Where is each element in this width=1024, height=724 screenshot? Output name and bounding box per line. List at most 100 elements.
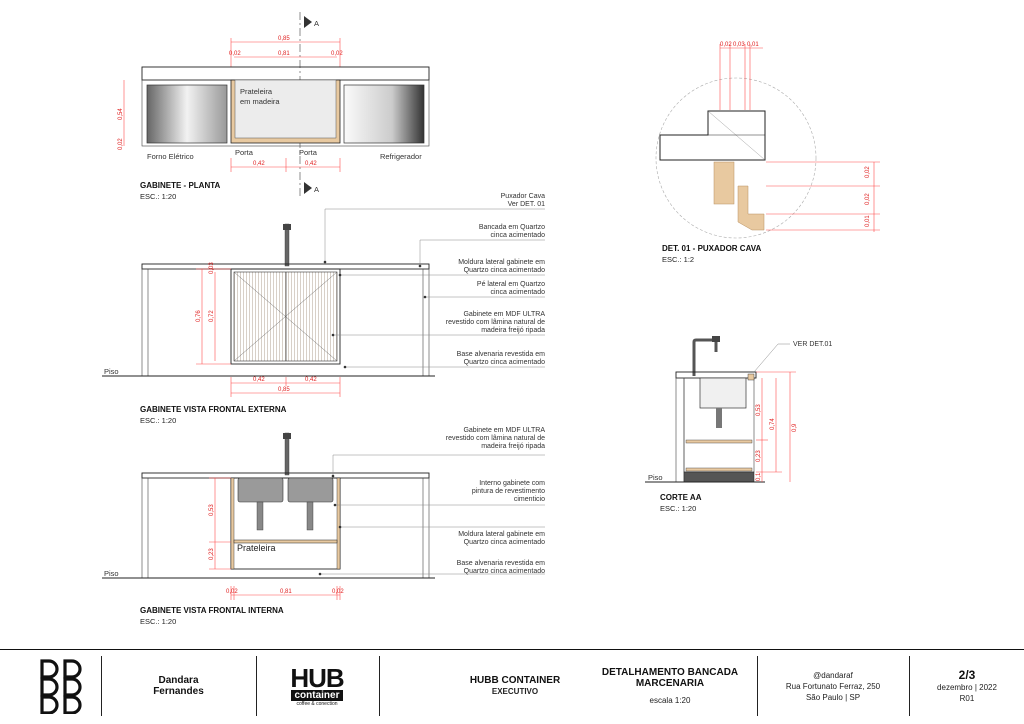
dim-side-right: 0,02	[331, 51, 343, 57]
front-external-view: Piso 0,76 0,72 0,03 0,42 0,42 0,85 Puxad…	[102, 193, 545, 425]
title-block: Dandara Fernandes HUB container coffee &…	[0, 649, 1024, 724]
monogram-icon	[40, 659, 82, 714]
fridge-label: Refrigerador	[380, 152, 422, 161]
oven-label: Forno Elétrico	[147, 152, 194, 161]
dim-h-lower-int: 0,23	[209, 548, 215, 560]
door-left-label: Porta	[235, 148, 254, 157]
floor-label-ext: Piso	[104, 367, 119, 376]
sheet-title-2: MARCENARIA	[635, 677, 705, 689]
dim-total-ext: 0,85	[278, 387, 290, 393]
note-moldura-1: Moldura lateral gabinete em	[458, 259, 545, 266]
door-right-label: Porta	[299, 148, 318, 157]
note-bancada-2: cinca acimentado	[491, 232, 546, 239]
note-moldura-2: Quartzo cinca acimentado	[464, 267, 545, 274]
note-puxador-2: Ver DET. 01	[508, 201, 545, 208]
note-int-moldura-1: Moldura lateral gabinete em	[458, 531, 545, 538]
note-gabinete-2: revestido com lâmina natural de	[446, 319, 545, 326]
detail-scale: ESC.: 1:2	[662, 255, 694, 264]
dim-door-right: 0,42	[305, 161, 317, 167]
dim-base: 0,02	[118, 138, 124, 150]
project-phase: EXECUTIVO	[491, 687, 539, 696]
project-name: HUBB CONTAINER	[469, 675, 561, 686]
dim-sec-base: 0,1	[756, 472, 762, 481]
plan-view: A A 0,85 0,81 0,02 0,02 Prateleira em ma…	[118, 12, 430, 201]
shelf-label-int: Prateleira	[237, 543, 276, 553]
dim-door-left-ext: 0,42	[253, 377, 265, 383]
note-int-interno-2: pintura de revestimento	[472, 488, 545, 495]
note-base-2: Quartzo cinca acimentado	[464, 359, 545, 366]
dim-inner: 0,81	[278, 51, 290, 57]
note-int-interno-3: cimenticio	[514, 496, 545, 503]
note-int-gabinete-3: madeira freijó ripada	[481, 443, 545, 450]
dim-sec-lower: 0,23	[756, 450, 762, 462]
front-int-scale: ESC.: 1:20	[140, 617, 176, 626]
note-gabinete-1: Gabinete em MDF ULTRA	[463, 311, 545, 318]
front-internal-view: Prateleira Piso 0,53 0,23 0,02 0,81 0,02…	[102, 427, 545, 626]
section-title: CORTE AA	[660, 493, 702, 502]
floor-label-section: Piso	[648, 473, 663, 482]
note-pe-1: Pé lateral em Quartzo	[477, 281, 545, 288]
dim-side-left: 0,02	[229, 51, 241, 57]
sheet-scale: escala 1:20	[649, 695, 691, 705]
dim-sec-mid: 0,74	[770, 418, 776, 430]
dim-h-total-ext: 0,76	[196, 310, 202, 322]
section-marker-top: A	[314, 19, 319, 28]
author-first-name: Dandara	[158, 675, 199, 686]
address-city: São Paulo | SP	[805, 692, 861, 702]
plan-scale: ESC.: 1:20	[140, 192, 176, 201]
section-marker-bottom: A	[314, 185, 319, 194]
note-pe-2: cinca acimentado	[491, 289, 546, 296]
section-view: Piso VER DET.01 0,53 0,23 0,1 0,74 0,9 C…	[645, 336, 832, 513]
dim-inner-int: 0,81	[280, 589, 292, 595]
floor-label-int: Piso	[104, 569, 119, 578]
note-int-base-1: Base alvenaria revestida em	[457, 560, 545, 567]
note-gabinete-3: madeira freijó ripada	[481, 327, 545, 334]
note-base-1: Base alvenaria revestida em	[457, 351, 545, 358]
dim-top-ext: 0,03	[209, 262, 215, 274]
dim-side-left-int: 0,02	[226, 589, 238, 595]
sheet-date: dezembro | 2022	[937, 683, 997, 692]
dim-sec-total: 0,9	[792, 423, 798, 432]
note-int-gabinete-1: Gabinete em MDF ULTRA	[463, 427, 545, 434]
dim-det-v1: 0,02	[865, 166, 871, 178]
note-int-interno-1: Interno gabinete com	[479, 480, 545, 487]
drawing-canvas: A A 0,85 0,81 0,02 0,02 Prateleira em ma…	[102, 12, 880, 626]
dim-total: 0,85	[278, 36, 290, 42]
dim-h-upper-int: 0,53	[209, 504, 215, 516]
dim-det-v3: 0,01	[865, 215, 871, 227]
detail-title: DET. 01 - PUXADOR CAVA	[662, 244, 761, 253]
dim-depth: 0,54	[118, 108, 124, 120]
logo-sub-text: container	[291, 689, 343, 701]
logo-tagline: coffee & conection	[296, 700, 338, 707]
detail-ref-label: VER DET.01	[793, 341, 832, 348]
section-scale: ESC.: 1:20	[660, 504, 696, 513]
dim-sec-upper: 0,53	[756, 404, 762, 416]
dim-det-c: 0,01	[747, 42, 759, 48]
author-handle: @dandaraf	[813, 670, 853, 680]
sheet-title-1: DETALHAMENTO BANCADA	[601, 666, 739, 678]
logo-main-text: HUB	[290, 662, 344, 693]
section-arrow-icon	[304, 16, 312, 28]
plan-title: GABINETE - PLANTA	[140, 181, 221, 190]
hub-container-logo: HUB container coffee & conection	[257, 656, 377, 716]
note-int-moldura-2: Quartzo cinca acimentado	[464, 539, 545, 546]
note-int-base-2: Quartzo cinca acimentado	[464, 568, 545, 575]
detail-view: 0,02 0,03 0,01 0,02 0,02 0,01 DET. 01 - …	[655, 42, 880, 264]
front-ext-scale: ESC.: 1:20	[140, 416, 176, 425]
address-street: Rua Fortunato Ferraz, 250	[785, 681, 881, 691]
shelf-label-2: em madeira	[240, 97, 280, 106]
dim-h-inner-ext: 0,72	[209, 310, 215, 322]
front-ext-title: GABINETE VISTA FRONTAL EXTERNA	[140, 405, 287, 414]
note-puxador-1: Puxador Cava	[501, 193, 545, 200]
dim-door-left: 0,42	[253, 161, 265, 167]
page-number: 2/3	[958, 668, 976, 682]
note-int-gabinete-2: revestido com lâmina natural de	[446, 435, 545, 442]
section-arrow-icon	[304, 182, 312, 194]
dim-det-b: 0,03	[733, 42, 745, 48]
dd-monogram-logo	[30, 656, 92, 716]
dim-side-right-int: 0,02	[332, 589, 344, 595]
revision: R01	[959, 694, 975, 703]
dim-det-v2: 0,02	[865, 193, 871, 205]
shelf-label-1: Prateleira	[240, 87, 273, 96]
